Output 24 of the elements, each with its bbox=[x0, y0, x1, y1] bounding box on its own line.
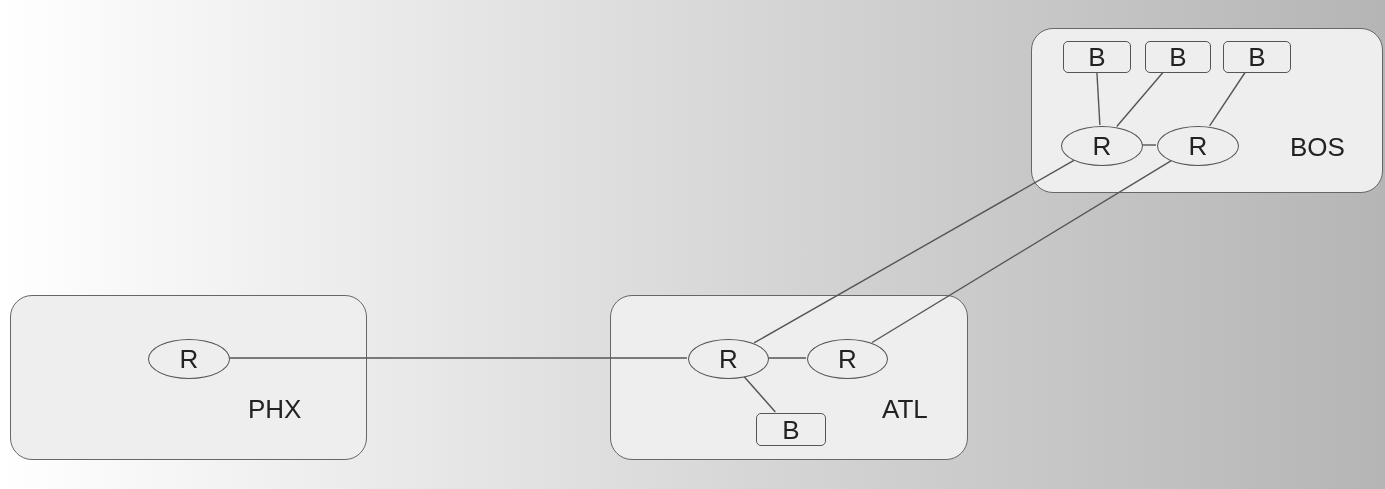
link-line bbox=[1096, 71, 1101, 126]
router-ellipse: R bbox=[1157, 126, 1239, 166]
site-region bbox=[10, 295, 367, 460]
link-line bbox=[1208, 71, 1247, 127]
bridge-box: B bbox=[1063, 41, 1131, 73]
router-ellipse: R bbox=[807, 339, 888, 379]
router-ellipse: R bbox=[1061, 126, 1143, 166]
link-line bbox=[1141, 144, 1157, 146]
site-region bbox=[610, 295, 968, 460]
link-line bbox=[228, 357, 688, 359]
router-ellipse: R bbox=[148, 339, 230, 379]
site-label: BOS bbox=[1290, 134, 1345, 160]
site-label: PHX bbox=[248, 396, 302, 422]
bridge-box: B bbox=[756, 413, 826, 446]
link-line bbox=[767, 357, 807, 359]
site-region bbox=[1031, 28, 1383, 193]
link-line bbox=[753, 159, 1076, 344]
link-line bbox=[871, 159, 1173, 344]
link-line bbox=[743, 375, 777, 413]
bridge-box: B bbox=[1145, 41, 1211, 73]
link-line bbox=[1116, 71, 1165, 128]
router-ellipse: R bbox=[688, 339, 769, 379]
site-label: ATL bbox=[882, 396, 928, 422]
bridge-box: B bbox=[1223, 41, 1291, 73]
